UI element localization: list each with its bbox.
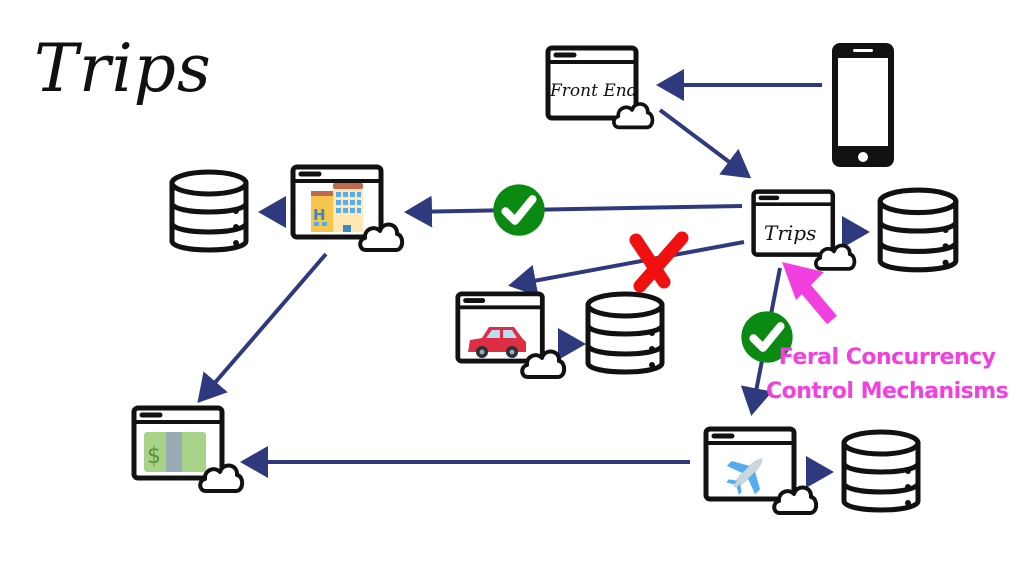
hotel-database-icon xyxy=(172,172,246,250)
hotel-service: H xyxy=(293,167,402,250)
edge-trips-to-car xyxy=(508,240,745,297)
trips-service: Trips xyxy=(754,192,857,271)
car-icon xyxy=(468,327,526,358)
failure-x-icon xyxy=(629,231,689,293)
success-check-icon-hotel xyxy=(493,184,544,235)
front-end-label: Front End xyxy=(549,81,638,101)
feral-concurrency-annotation: Feral Concurrency Control Mechanisms xyxy=(766,341,1009,409)
annotation-line-2: Control Mechanisms xyxy=(766,379,1009,404)
car-service xyxy=(458,294,564,377)
edges xyxy=(197,69,870,488)
svg-text:H: H xyxy=(313,206,326,224)
svg-text:$: $ xyxy=(147,444,161,469)
car-database-icon xyxy=(588,294,662,372)
edge-frontend-to-trips xyxy=(658,108,752,179)
slide-title: Trips xyxy=(34,30,212,107)
flight-database-icon xyxy=(844,432,918,510)
front-end-service: Front End xyxy=(548,48,655,130)
hotel-icon: H xyxy=(311,183,363,232)
annotation-line-1: Feral Concurrency xyxy=(778,345,996,370)
edge-trips-to-hotel xyxy=(404,195,743,228)
airplane-icon xyxy=(726,458,763,495)
trips-database-icon xyxy=(880,190,956,270)
payment-service: $ xyxy=(134,408,242,491)
money-icon: $ xyxy=(144,432,206,472)
flight-service xyxy=(706,429,816,513)
edge-hotel-to-payment xyxy=(197,252,328,404)
highlight-arrow-icon xyxy=(782,262,837,325)
phone-icon xyxy=(832,43,894,167)
trips-label: Trips xyxy=(764,221,816,245)
